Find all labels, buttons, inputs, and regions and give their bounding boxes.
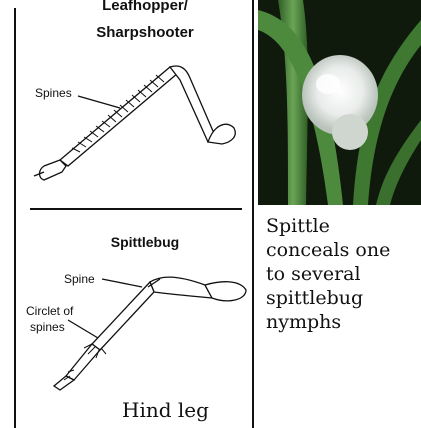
photo-foam-highlight	[316, 74, 340, 94]
hind-leg-diagram-panel: Leafhopper/ Sharpshooter Spines	[0, 0, 253, 428]
hind-leg-caption: Hind leg	[122, 398, 209, 422]
photo-caption-line: spittlebug	[266, 286, 416, 310]
photo-caption-line: to several	[266, 262, 416, 286]
photo-foam	[332, 114, 368, 150]
spines-leader-line	[78, 96, 120, 108]
photo-caption-line: Spittle	[266, 214, 416, 238]
label-spine: Spine	[64, 272, 95, 286]
label-circlet-line1: Circlet of	[26, 304, 73, 318]
circlet-leader-line	[68, 320, 98, 338]
photo-caption: Spittle conceals one to several spittleb…	[266, 214, 416, 334]
leg-drawings	[0, 0, 253, 428]
section-divider	[30, 208, 242, 210]
spine-leader-line	[102, 279, 142, 287]
label-circlet-line2: spines	[30, 320, 65, 334]
spittle-photo	[258, 0, 421, 205]
spittlebug-title: Spittlebug	[85, 234, 205, 250]
leafhopper-leg	[34, 66, 235, 180]
photo-caption-line: conceals one	[266, 238, 416, 262]
spittlebug-leg	[54, 277, 246, 390]
photo-caption-line: nymphs	[266, 310, 416, 334]
